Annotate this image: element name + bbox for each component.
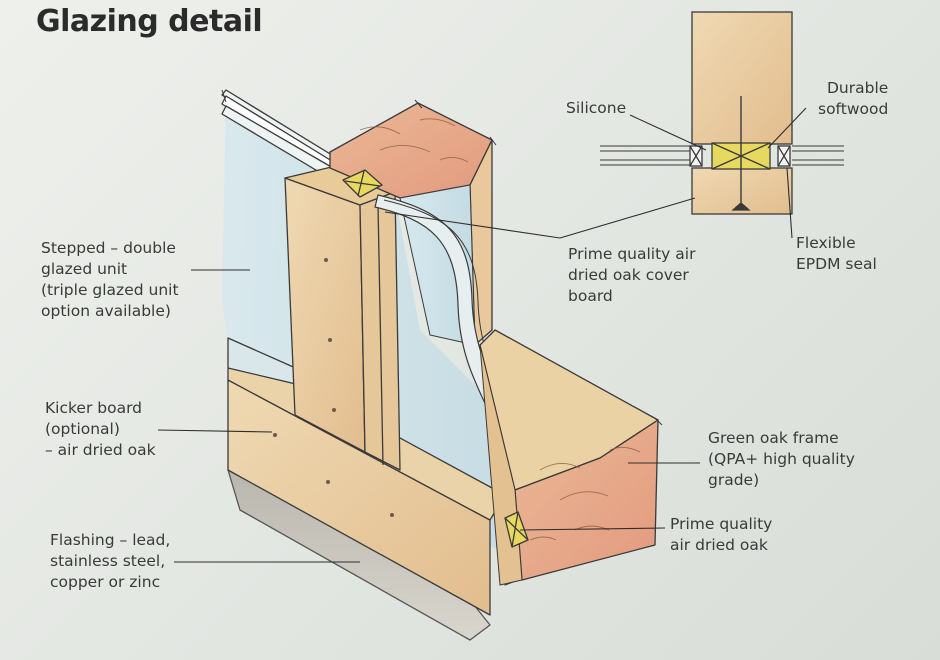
label-durable-softwood: Durable softwood bbox=[818, 79, 889, 118]
label-oak-cover-board: Prime quality air dried oak cover board bbox=[568, 245, 696, 305]
cover-board-front bbox=[284, 177, 366, 453]
dimension-ticks bbox=[221, 89, 663, 426]
label-kicker-board: Kicker board (optional) – air dried oak bbox=[45, 399, 156, 459]
inset-top-board bbox=[691, 11, 793, 145]
label-green-oak-frame: Green oak frame (QPA+ high quality grade… bbox=[708, 429, 855, 489]
label-silicone: Silicone bbox=[566, 99, 627, 117]
inset-glass-lines bbox=[600, 145, 844, 166]
label-flashing: Flashing – lead, stainless steel, copper… bbox=[50, 531, 171, 591]
leader-lines bbox=[157, 107, 807, 563]
inset-epdm-seals bbox=[689, 145, 791, 167]
inset-section bbox=[600, 11, 844, 215]
fixing-dots bbox=[273, 258, 394, 517]
isometric-section bbox=[221, 89, 663, 641]
label-prime-oak: Prime quality air dried oak bbox=[670, 515, 773, 554]
label-epdm-seal: Flexible EPDM seal bbox=[796, 234, 877, 273]
label-stepped-glazed-unit: Stepped – double glazed unit (triple gla… bbox=[41, 239, 179, 320]
page-title: Glazing detail bbox=[36, 4, 263, 39]
